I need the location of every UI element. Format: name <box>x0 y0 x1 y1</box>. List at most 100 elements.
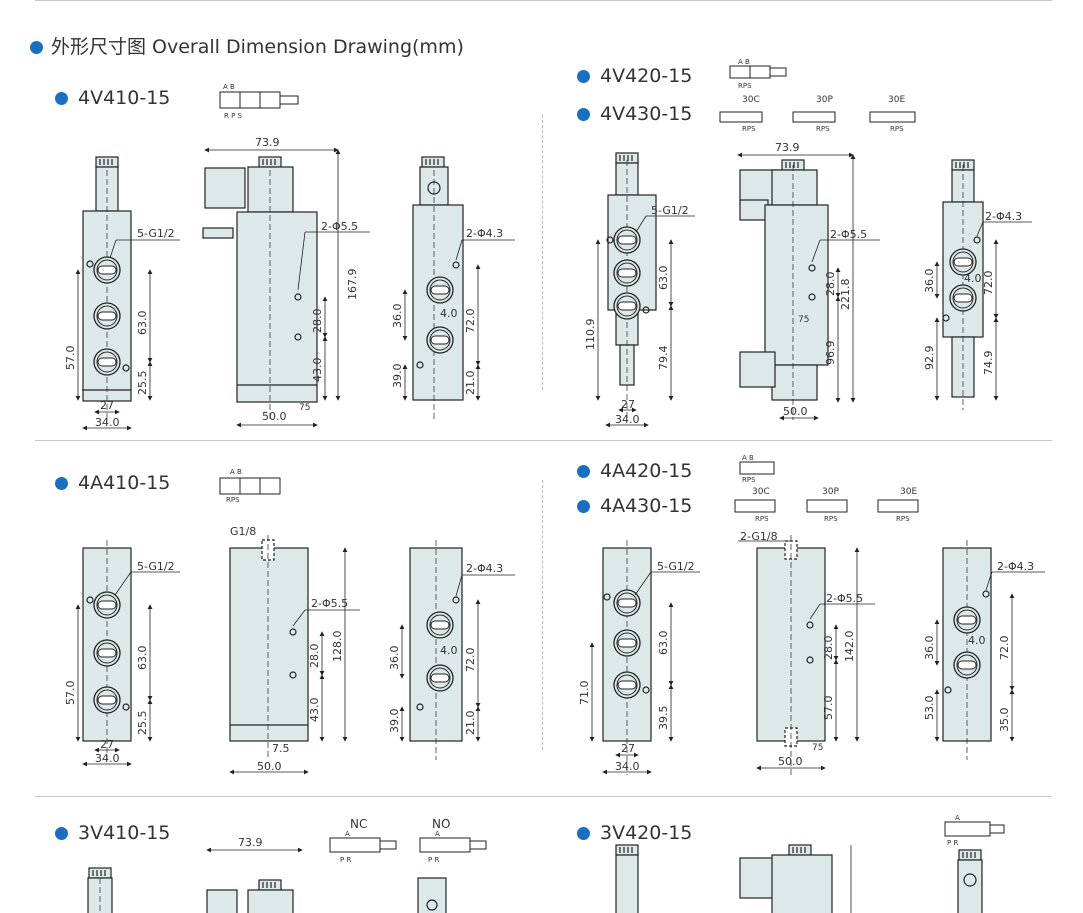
model-label-3v420: 3V420-15 <box>577 822 692 844</box>
center-label-30p: 30P <box>822 487 839 497</box>
dim-label: 36.0 <box>391 304 404 329</box>
dim-label: 2-Φ5.5 <box>321 220 358 233</box>
dim-label: 7.5 <box>272 742 290 755</box>
drawings-group <box>75 65 1045 913</box>
section-divider-1 <box>35 440 1052 441</box>
dim-label: 5-G1/2 <box>137 227 175 240</box>
dim-label: 72.0 <box>982 271 995 296</box>
dim-label: 53.0 <box>923 696 936 721</box>
port-label-rps: RPS <box>742 476 756 484</box>
center-label-30p: 30P <box>816 95 833 105</box>
dim-label: 50.0 <box>778 755 803 768</box>
valve-4v410-end <box>412 156 464 420</box>
valve-3v420-partial <box>615 844 983 913</box>
model-name: 4V410-15 <box>78 87 171 109</box>
port-label-rps: R P S <box>224 112 243 120</box>
port-label-a: A <box>955 814 960 822</box>
dim-label: 63.0 <box>136 646 149 671</box>
dim-label: 79.4 <box>657 346 670 371</box>
dim-label: 27 <box>621 398 635 411</box>
port-label-rps: RPS <box>738 82 752 90</box>
dim-label: 92.9 <box>923 346 936 371</box>
dim-label: 25.5 <box>136 711 149 736</box>
dim-label: 5-G1/2 <box>137 560 175 573</box>
dim-label: 39.5 <box>657 706 670 731</box>
model-name: 4A410-15 <box>78 472 171 494</box>
dim-label: 221.8 <box>839 279 852 311</box>
port-label-ab: A B <box>738 58 750 66</box>
dim-label: 4.0 <box>440 644 458 657</box>
dim-label: 2-Φ5.5 <box>826 592 863 605</box>
dim-label: 25.5 <box>136 371 149 396</box>
port-label-ab: A B <box>230 468 242 476</box>
port-label-rps: RPS <box>824 515 838 523</box>
dim-label: 110.9 <box>584 319 597 351</box>
dim-label: 96.9 <box>824 341 837 366</box>
bullet-icon <box>55 92 68 105</box>
dim-label: 39.0 <box>388 709 401 734</box>
dim-label: 2-G1/8 <box>740 530 778 543</box>
pneumatic-symbols <box>219 65 1005 853</box>
dim-label: 71.0 <box>578 681 591 706</box>
dim-label: 50.0 <box>783 405 808 418</box>
dim-label: 5-G1/2 <box>657 560 695 573</box>
valve-4a420-front <box>602 540 652 775</box>
port-label-rps: RPS <box>742 125 756 133</box>
dim-label: G1/8 <box>230 525 256 538</box>
valve-3v410-partial <box>87 847 447 913</box>
valve-4v420-end <box>942 159 984 410</box>
valve-4a410-end <box>409 540 463 760</box>
dim-label: 72.0 <box>464 309 477 334</box>
port-label-rps: RPS <box>890 125 904 133</box>
dim-label: 36.0 <box>923 269 936 294</box>
bullet-icon <box>577 465 590 478</box>
valve-4a410-side <box>229 535 309 760</box>
valve-4a420-end <box>942 540 992 760</box>
port-label-ab: A B <box>223 83 235 91</box>
model-name: 4V420-15 <box>600 65 693 87</box>
dim-label: 57.0 <box>64 346 77 371</box>
dim-label: 63.0 <box>136 311 149 336</box>
dim-label: 35.0 <box>998 708 1011 733</box>
dim-label: 21.0 <box>464 371 477 396</box>
model-name: 4A420-15 <box>600 460 693 482</box>
dim-label: 28.0 <box>311 309 324 334</box>
bullet-icon <box>55 827 68 840</box>
bullet-icon <box>577 108 590 121</box>
section-divider-2 <box>35 796 1052 797</box>
column-divider-1 <box>542 115 543 390</box>
dim-label: 50.0 <box>257 760 282 773</box>
dims-4v410 <box>75 147 515 431</box>
dim-label: 73.9 <box>255 136 280 149</box>
dim-label: 21.0 <box>464 711 477 736</box>
valve-4a410-front <box>82 540 132 760</box>
port-label-a: A <box>435 830 440 838</box>
dim-label: 28.0 <box>308 644 321 669</box>
dim-label: 4.0 <box>968 634 986 647</box>
bullet-icon <box>55 477 68 490</box>
label-no: NO <box>432 817 450 831</box>
port-label-rps: RPS <box>816 125 830 133</box>
dim-label: 34.0 <box>95 416 120 429</box>
dim-label: 57.0 <box>64 681 77 706</box>
center-label-30e: 30E <box>900 487 917 497</box>
model-name: 4V430-15 <box>600 103 693 125</box>
port-label-rps: RPS <box>896 515 910 523</box>
dim-label: 39.0 <box>391 364 404 389</box>
port-label-pr: P R <box>947 839 958 847</box>
center-label-30e: 30E <box>888 95 905 105</box>
dim-label: 28.0 <box>822 636 835 661</box>
dim-label: 27 <box>621 742 635 755</box>
valve-4v410-side <box>202 156 318 420</box>
bullet-icon <box>577 70 590 83</box>
model-label-4a420: 4A420-15 <box>577 460 692 482</box>
column-divider-2 <box>542 480 543 750</box>
port-label-rps: RPS <box>755 515 769 523</box>
dim-label: 34.0 <box>615 760 640 773</box>
dim-label: 167.9 <box>346 269 359 301</box>
dim-label: 57.0 <box>822 696 835 721</box>
model-label-4v430: 4V430-15 <box>577 103 692 125</box>
port-label-a: A <box>345 830 350 838</box>
model-label-4a430: 4A430-15 <box>577 495 692 517</box>
